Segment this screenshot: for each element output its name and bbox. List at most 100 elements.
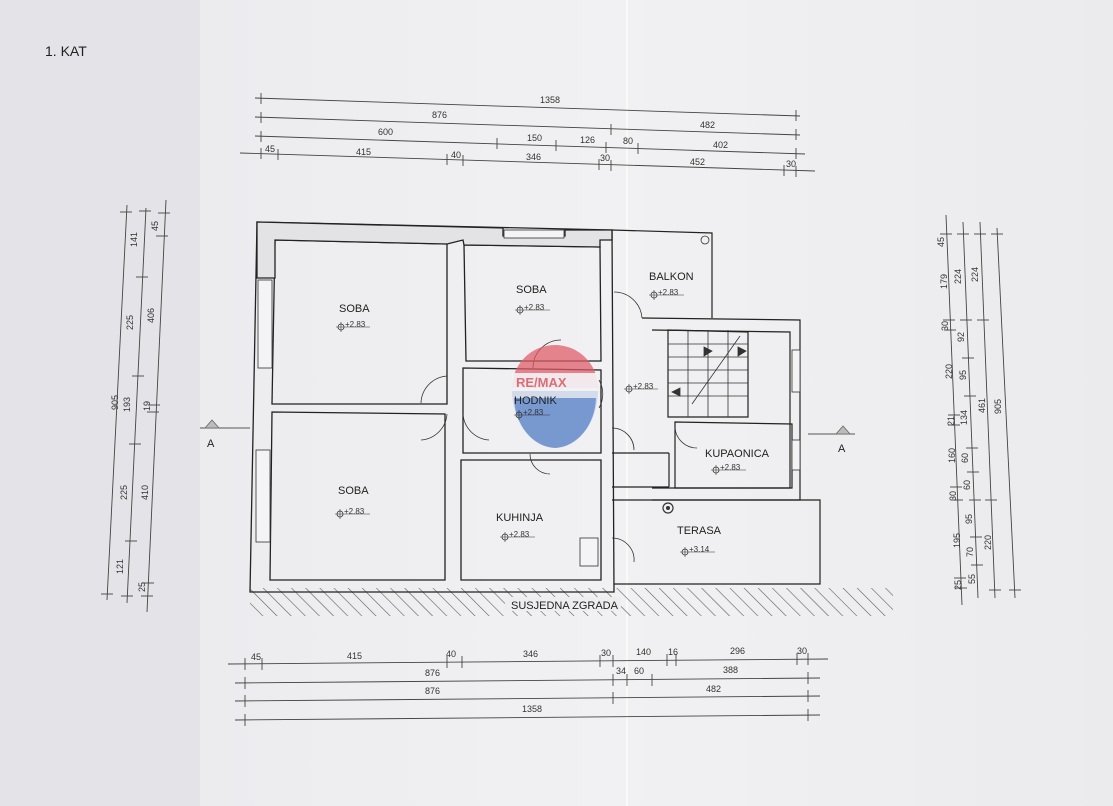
room-kuhinja-name: KUHINJA <box>496 512 544 524</box>
dim-left-c3-3: 410 <box>140 485 150 500</box>
dim-bottom-r1-3: 346 <box>523 649 538 659</box>
dim-right-c2-0: 224 <box>953 269 963 284</box>
dim-left-c3-0: 45 <box>150 221 160 231</box>
top-dimension-labels: 1358 876 482 600 150 126 80 402 45 415 4… <box>265 95 796 169</box>
dim-right-c3-2: 220 <box>983 535 993 550</box>
room-balkon-elev: +2.83 <box>658 288 679 297</box>
room-hodnik: HODNIK +2.83 <box>514 395 557 420</box>
stair-hall: +2.83 <box>624 382 658 394</box>
balcony-corner-mark <box>700 235 710 245</box>
elevation-marker-icon <box>515 305 550 315</box>
dim-top-r1-0: 1358 <box>540 95 560 105</box>
elevation-marker-icon <box>500 532 535 542</box>
dim-right-c1-3: 220 <box>944 364 954 379</box>
elevation-marker-icon <box>335 509 370 519</box>
room-terasa-elev: +3.14 <box>689 545 710 554</box>
dim-bottom-r1-4: 30 <box>601 648 611 658</box>
top-dimension-lines <box>239 93 816 177</box>
staircase <box>668 330 748 417</box>
stair-hall-elev: +2.83 <box>633 382 654 391</box>
dim-top-r4-3: 346 <box>526 152 541 162</box>
dim-left-c2-3: 225 <box>119 485 129 500</box>
dim-right-c2-8: 55 <box>967 574 977 584</box>
dim-right-c1-1: 179 <box>939 274 949 289</box>
left-dimension-lines <box>101 199 170 613</box>
dim-top-r4-4: 30 <box>600 153 610 163</box>
dim-bottom-r1-2: 40 <box>446 649 456 659</box>
windows <box>255 229 801 543</box>
room-kuhinja-elev: +2.83 <box>509 530 530 539</box>
elevation-marker-icon <box>514 410 550 420</box>
room-hodnik-elev: +2.83 <box>523 408 544 417</box>
dim-bottom-r1-7: 296 <box>730 646 745 656</box>
door-swings <box>420 291 698 567</box>
dim-top-r3-3: 80 <box>623 136 633 146</box>
dim-top-r4-6: 30 <box>786 159 796 169</box>
room-kupaonica: KUPAONICA +2.83 <box>705 448 770 475</box>
elevation-marker-icon <box>624 384 658 394</box>
dim-right-c2-7: 70 <box>965 547 975 557</box>
dim-bottom-r4-0: 1358 <box>522 704 542 714</box>
dim-right-c1-8: 25 <box>953 580 963 590</box>
terrace-drain-icon <box>662 502 674 514</box>
dim-right-c1-7: 195 <box>952 533 962 548</box>
room-terasa-name: TERASA <box>677 525 722 537</box>
dim-left-c3-1: 406 <box>146 308 156 323</box>
dim-left-c2-4: 121 <box>115 559 125 574</box>
dim-right-c2-2: 95 <box>958 370 968 380</box>
room-soba-top-left: SOBA +2.83 <box>336 303 370 332</box>
dim-top-r3-2: 126 <box>580 135 595 145</box>
room-soba-top-mid-elev: +2.83 <box>524 303 545 312</box>
dim-bottom-r1-0: 45 <box>251 652 261 662</box>
dim-right-c1-2: 30 <box>940 321 950 331</box>
room-kupaonica-name: KUPAONICA <box>705 448 770 460</box>
section-marker-left: A <box>200 419 250 450</box>
room-soba-top-mid: SOBA +2.83 <box>515 284 550 315</box>
neighbor-building-hatch: SUSJEDNA ZGRADA <box>250 588 893 616</box>
remax-watermark: RE/MAX <box>511 345 599 448</box>
dim-bottom-r1-8: 30 <box>797 646 807 656</box>
dim-bottom-r3-1: 482 <box>706 684 721 694</box>
dim-right-c3-0: 224 <box>970 267 980 282</box>
dim-right-c3-1: 461 <box>977 398 987 413</box>
dim-left-c2-2: 193 <box>122 397 132 412</box>
dim-bottom-r2-2: 60 <box>634 666 644 676</box>
dim-top-r3-1: 150 <box>527 133 542 143</box>
dim-left-c3-2: 19 <box>142 401 152 411</box>
dim-right-c2-6: 95 <box>964 514 974 524</box>
dim-bottom-r1-5: 140 <box>636 647 651 657</box>
room-balkon: BALKON +2.83 <box>649 271 694 300</box>
dim-bottom-r1-1: 415 <box>347 651 362 661</box>
dim-right-c2-3: 134 <box>959 410 969 425</box>
dim-top-r4-5: 452 <box>690 157 705 167</box>
room-soba-bottom-left-elev: +2.83 <box>344 507 365 516</box>
bottom-dimension-labels: 45 415 40 346 30 140 16 296 30 876 34 60… <box>251 646 807 714</box>
dim-bottom-r2-3: 388 <box>723 665 738 675</box>
room-hodnik-name: HODNIK <box>514 395 557 407</box>
dim-bottom-r1-6: 16 <box>668 647 678 657</box>
room-soba-top-mid-name: SOBA <box>516 284 547 296</box>
room-kupaonica-elev: +2.83 <box>720 463 741 472</box>
floor-plan-sheet <box>200 0 1113 806</box>
dim-right-c2-4: 60 <box>960 453 970 463</box>
dim-top-r3-4: 402 <box>713 140 728 150</box>
left-dimension-labels: 905 141 225 193 225 121 45 406 19 410 25 <box>110 221 160 592</box>
room-kuhinja: KUHINJA +2.83 <box>496 512 544 542</box>
left-background-panel <box>0 0 205 806</box>
right-annex-walls <box>611 229 821 585</box>
elevation-marker-icon <box>711 465 746 475</box>
room-balkon-name: BALKON <box>649 271 694 283</box>
section-marker-right-label: A <box>838 443 846 455</box>
dim-top-r3-0: 600 <box>378 127 393 137</box>
dim-bottom-r3-0: 876 <box>425 686 440 696</box>
dim-right-c2-5: 60 <box>962 480 972 490</box>
floor-title: 1. KAT <box>45 43 87 59</box>
dim-right-c1-5: 160 <box>947 448 957 463</box>
section-marker-left-label: A <box>207 438 215 450</box>
room-soba-top-left-name: SOBA <box>339 303 370 315</box>
paper-fold-line <box>626 0 628 806</box>
dim-left-c2-0: 141 <box>129 232 139 247</box>
dim-bottom-r2-1: 34 <box>616 666 626 676</box>
room-terasa: TERASA +3.14 <box>677 525 722 557</box>
